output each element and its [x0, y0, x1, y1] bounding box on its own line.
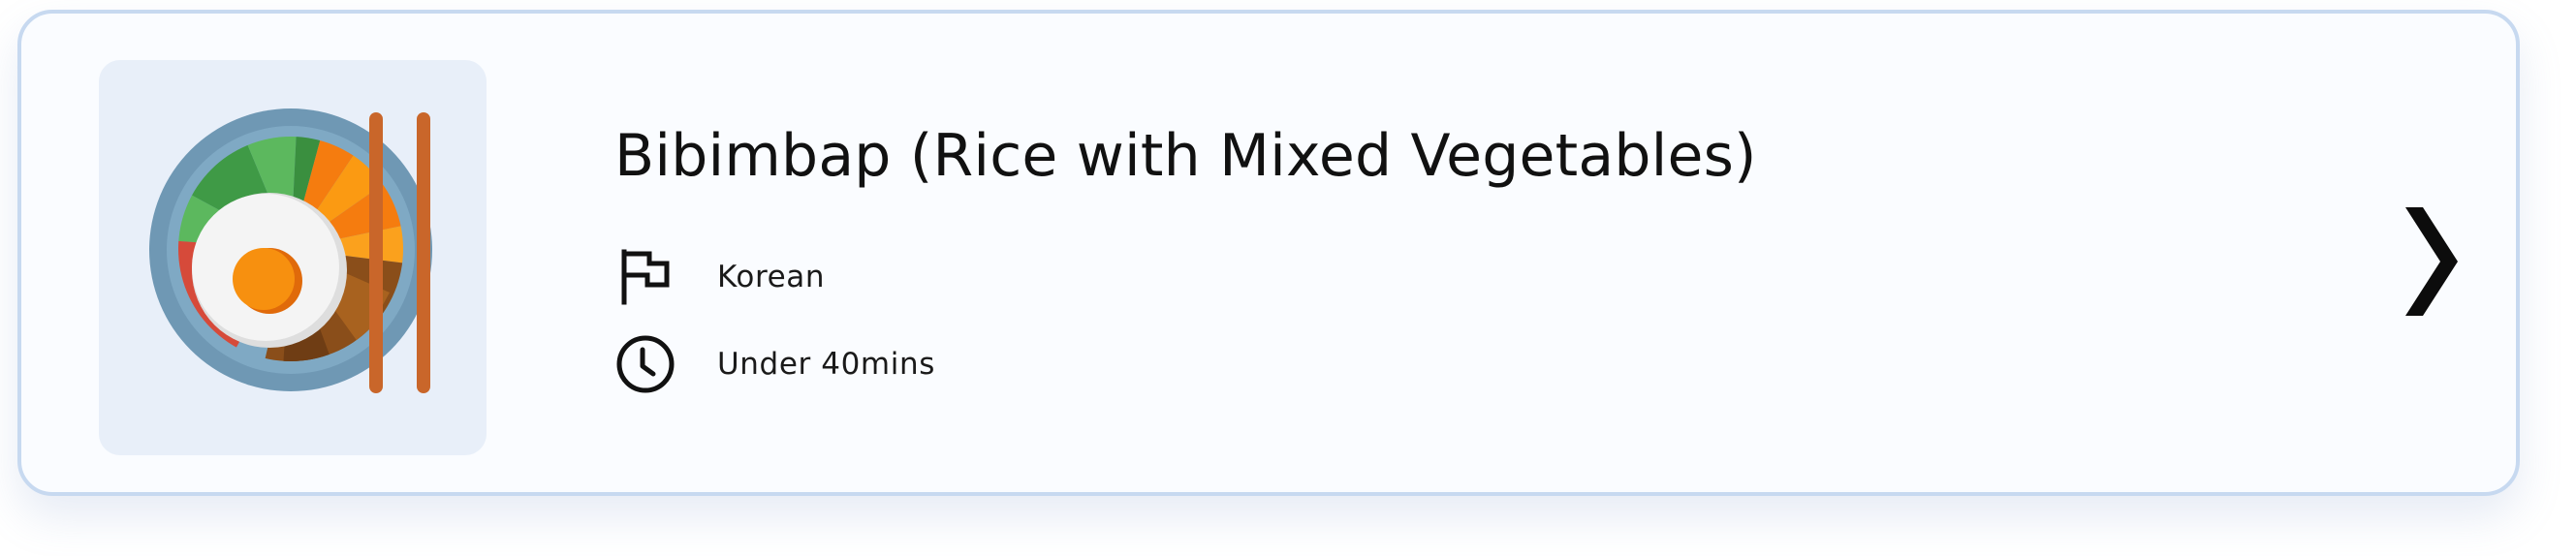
clock-icon [614, 333, 676, 395]
time-label: Under 40mins [717, 347, 935, 382]
recipe-card[interactable]: Bibimbap (Rice with Mixed Vegetables) Ko… [17, 10, 2520, 496]
recipe-thumbnail [99, 60, 487, 455]
flag-icon [614, 246, 676, 308]
recipe-title: Bibimbap (Rice with Mixed Vegetables) [614, 122, 1757, 190]
time-row: Under 40mins [614, 331, 935, 397]
chevron-right-icon[interactable] [2394, 203, 2471, 320]
cuisine-label: Korean [717, 260, 826, 294]
bibimbap-bowl-icon [149, 108, 432, 393]
cuisine-row: Korean [614, 244, 825, 310]
